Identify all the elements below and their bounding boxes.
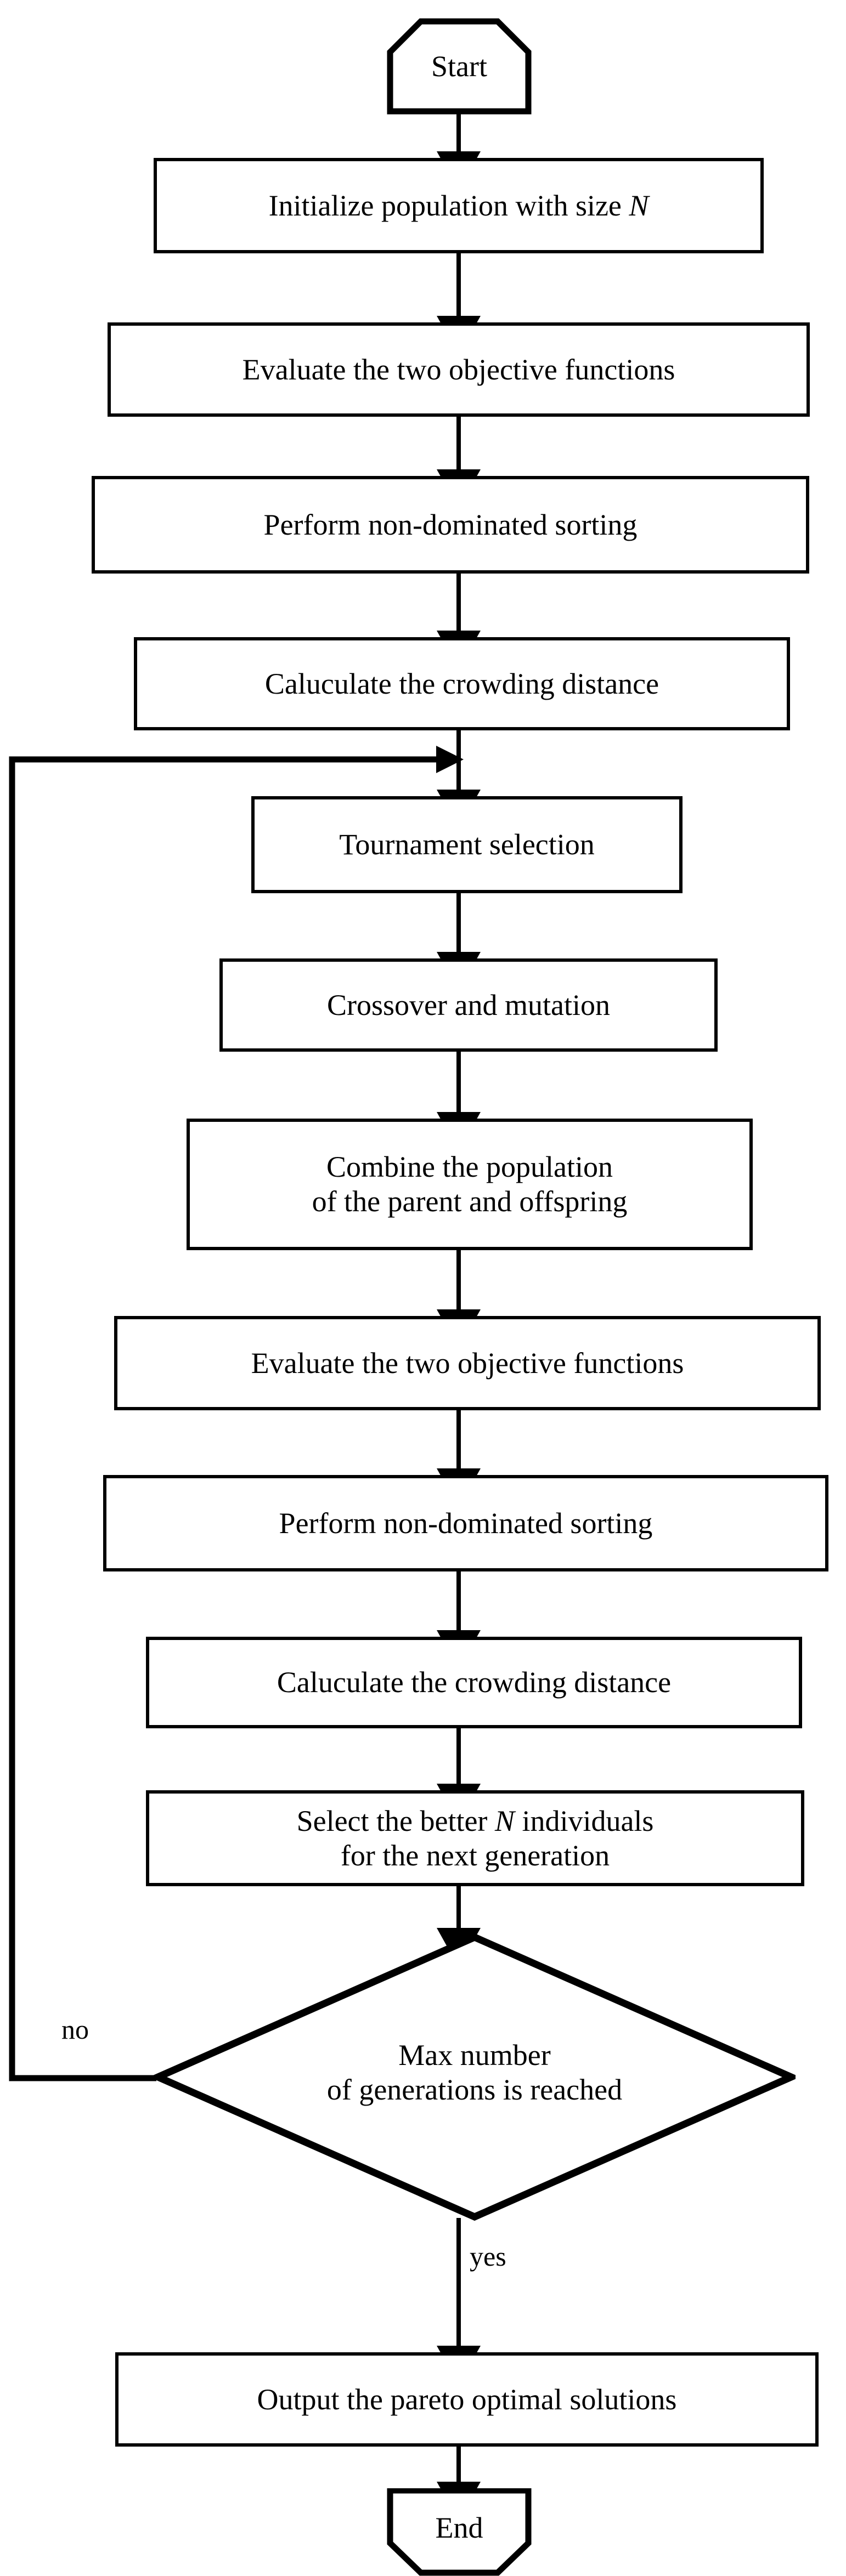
node-evaluate-objectives-2[interactable]: Evaluate the two objective functions — [114, 1316, 821, 1410]
node-output-pareto-solutions-label: Output the pareto optimal solutions — [257, 2382, 677, 2416]
node-nondominated-sorting-2[interactable]: Perform non-dominated sorting — [103, 1475, 828, 1571]
node-nondominated-sorting-1-label: Perform non-dominated sorting — [263, 508, 638, 541]
node-combine-population-label: Combine the population of the parent and… — [312, 1150, 628, 1218]
edge-label-no: no — [61, 2014, 89, 2045]
node-crowding-distance-1[interactable]: Caluculate the crowding distance — [134, 637, 790, 730]
node-combine-population[interactable]: Combine the population of the parent and… — [187, 1119, 753, 1250]
decision-diamond-shape — [154, 1933, 796, 2221]
edge-decision-tournament-arrowhead — [436, 746, 464, 773]
node-crossover-mutation[interactable]: Crossover and mutation — [219, 958, 718, 1052]
start-shape — [387, 18, 532, 115]
node-start-label: Start — [431, 50, 487, 83]
node-select-better-individuals-label: Select the better N individuals for the … — [296, 1804, 654, 1872]
node-initialize-population[interactable]: Initialize population with size N — [154, 158, 764, 253]
node-evaluate-objectives-1-label: Evaluate the two objective functions — [242, 353, 675, 386]
node-start[interactable]: Start — [387, 18, 532, 115]
node-end-label: End — [435, 2511, 483, 2544]
edge-label-yes: yes — [470, 2241, 506, 2272]
node-tournament-selection-label: Tournament selection — [339, 828, 595, 861]
node-decision-max-generations-label: Max number of generations is reached — [326, 2039, 623, 2106]
node-evaluate-objectives-2-label: Evaluate the two objective functions — [251, 1346, 684, 1380]
node-tournament-selection[interactable]: Tournament selection — [251, 796, 683, 893]
node-crowding-distance-2-label: Caluculate the crowding distance — [277, 1666, 672, 1699]
node-decision-max-generations[interactable]: Max number of generations is reached — [154, 1933, 796, 2221]
edge-decision-tournament-no — [9, 756, 439, 2081]
node-crowding-distance-1-label: Caluculate the crowding distance — [264, 667, 659, 700]
node-end[interactable]: End — [387, 2488, 532, 2576]
node-crowding-distance-2[interactable]: Caluculate the crowding distance — [146, 1637, 802, 1728]
node-select-better-individuals[interactable]: Select the better N individuals for the … — [146, 1790, 804, 1886]
node-output-pareto-solutions[interactable]: Output the pareto optimal solutions — [115, 2352, 819, 2447]
node-nondominated-sorting-1[interactable]: Perform non-dominated sorting — [92, 476, 809, 574]
node-evaluate-objectives-1[interactable]: Evaluate the two objective functions — [108, 322, 810, 417]
node-nondominated-sorting-2-label: Perform non-dominated sorting — [279, 1506, 653, 1540]
node-initialize-population-label: Initialize population with size N — [268, 189, 649, 222]
node-crossover-mutation-label: Crossover and mutation — [327, 988, 610, 1022]
